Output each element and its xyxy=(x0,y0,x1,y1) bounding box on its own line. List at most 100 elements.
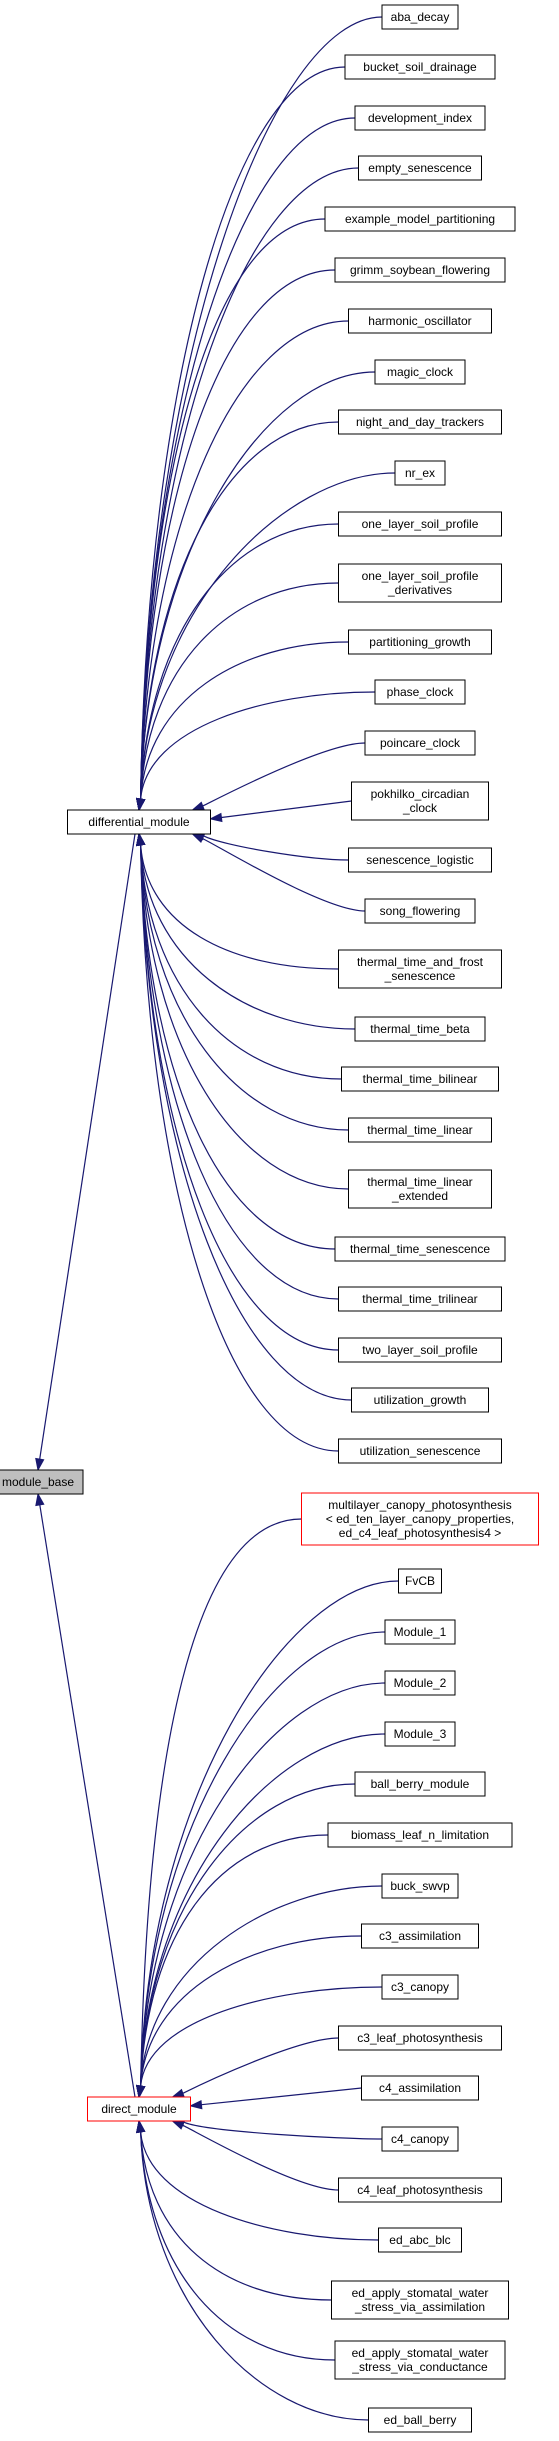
inheritance-edge xyxy=(39,1504,136,2098)
inheritance-edge xyxy=(140,1631,386,2087)
inheritance-arrowhead xyxy=(136,797,146,812)
node-box xyxy=(364,898,476,924)
inheritance-edge xyxy=(140,1885,383,2087)
differential-child-2[interactable]: development_index xyxy=(354,105,486,131)
node-label: differential_module xyxy=(88,815,190,829)
node-label: partitioning_growth xyxy=(369,635,470,649)
node-label: ed_abc_blc xyxy=(389,2233,450,2247)
node-label: empty_senescence xyxy=(368,161,472,175)
inheritance-edge xyxy=(140,1518,302,2087)
differential-child-16[interactable]: senescence_logistic xyxy=(348,847,492,873)
edges-layer xyxy=(35,16,399,2421)
direct-child-9[interactable]: c3_canopy xyxy=(381,1974,459,2000)
differential-child-7[interactable]: magic_clock xyxy=(374,359,466,385)
differential-child-19[interactable]: thermal_time_beta xyxy=(354,1016,486,1042)
differential-child-27[interactable]: utilization_senescence xyxy=(338,1438,502,1464)
inheritance-arrowhead xyxy=(209,812,223,823)
node-label: multilayer_canopy_photosynthesis xyxy=(328,1498,511,1512)
direct-child-0[interactable]: multilayer_canopy_photosynthesis< ed_ten… xyxy=(301,1492,539,1546)
inheritance-arrowhead xyxy=(171,2088,185,2098)
node-label: night_and_day_trackers xyxy=(356,415,484,429)
direct-child-17[interactable]: ed_ball_berry xyxy=(368,2407,472,2433)
node-label: module_base xyxy=(2,1475,74,1489)
direct-child-2[interactable]: Module_1 xyxy=(384,1619,456,1645)
inheritance-arrowhead xyxy=(136,2084,146,2099)
direct-child-15[interactable]: ed_apply_stomatal_water_stress_via_assim… xyxy=(331,2280,509,2320)
direct-child-7[interactable]: buck_swvp xyxy=(381,1873,459,1899)
direct-child-4[interactable]: Module_3 xyxy=(384,1721,456,1747)
node-label: aba_decay xyxy=(391,10,450,24)
node-label: _stress_via_assimilation xyxy=(354,2300,485,2314)
differential-child-22[interactable]: thermal_time_linear_extended xyxy=(348,1169,492,1209)
inheritance-edge xyxy=(140,472,396,800)
node-label: c4_assimilation xyxy=(379,2081,461,2095)
node-differential-module[interactable]: differential_module xyxy=(67,809,211,835)
direct-child-5[interactable]: ball_berry_module xyxy=(354,1771,486,1797)
inheritance-edge xyxy=(202,837,366,912)
inheritance-edge xyxy=(140,523,339,800)
differential-child-0[interactable]: aba_decay xyxy=(381,4,459,30)
node-direct-module[interactable]: direct_module xyxy=(87,2096,191,2122)
direct-child-11[interactable]: c4_assimilation xyxy=(361,2075,479,2101)
node-box xyxy=(378,2227,462,2253)
differential-child-15[interactable]: pokhilko_circadian_clock xyxy=(351,781,489,821)
differential-child-26[interactable]: utilization_growth xyxy=(351,1387,489,1413)
node-module-base[interactable]: module_base xyxy=(0,1469,84,1495)
differential-child-6[interactable]: harmonic_oscillator xyxy=(348,308,492,334)
node-label: Module_2 xyxy=(394,1676,447,1690)
inheritance-edge xyxy=(140,844,336,1250)
node-label: utilization_senescence xyxy=(360,1444,481,1458)
node-label: phase_clock xyxy=(387,685,455,699)
node-label: Module_1 xyxy=(394,1625,447,1639)
differential-child-13[interactable]: phase_clock xyxy=(374,679,466,705)
differential-child-18[interactable]: thermal_time_and_frost_senescence xyxy=(338,949,502,989)
differential-child-1[interactable]: bucket_soil_drainage xyxy=(344,54,496,80)
differential-child-21[interactable]: thermal_time_linear xyxy=(348,1117,492,1143)
inheritance-edge xyxy=(140,167,359,800)
node-box xyxy=(334,1236,506,1262)
node-label: _extended xyxy=(391,1189,448,1203)
direct-child-16[interactable]: ed_apply_stomatal_water_stress_via_condu… xyxy=(334,2340,506,2380)
direct-child-8[interactable]: c3_assimilation xyxy=(361,1923,479,1949)
node-label: utilization_growth xyxy=(374,1393,467,1407)
node-label: thermal_time_linear xyxy=(367,1175,472,1189)
node-box xyxy=(338,1438,502,1464)
direct-child-3[interactable]: Module_2 xyxy=(384,1670,456,1696)
direct-child-10[interactable]: c3_leaf_photosynthesis xyxy=(338,2025,502,2051)
differential-child-8[interactable]: night_and_day_trackers xyxy=(338,409,502,435)
inheritance-edge xyxy=(140,844,349,1131)
inheritance-edge xyxy=(140,844,356,1030)
direct-child-12[interactable]: c4_canopy xyxy=(381,2126,459,2152)
differential-child-3[interactable]: empty_senescence xyxy=(358,155,482,181)
node-box xyxy=(351,1387,489,1413)
differential-child-17[interactable]: song_flowering xyxy=(364,898,476,924)
node-box xyxy=(368,2407,472,2433)
differential-child-4[interactable]: example_model_partitioning xyxy=(324,206,516,232)
differential-child-9[interactable]: nr_ex xyxy=(394,460,446,486)
direct-child-6[interactable]: biomass_leaf_n_limitation xyxy=(327,1822,513,1848)
node-label: _senescence xyxy=(384,969,456,983)
differential-child-20[interactable]: thermal_time_bilinear xyxy=(341,1066,499,1092)
differential-child-12[interactable]: partitioning_growth xyxy=(348,629,492,655)
direct-child-1[interactable]: FvCB xyxy=(398,1568,442,1594)
differential-child-11[interactable]: one_layer_soil_profile_derivatives xyxy=(338,563,502,603)
direct-child-14[interactable]: ed_abc_blc xyxy=(378,2227,462,2253)
node-label: development_index xyxy=(368,111,472,125)
differential-child-24[interactable]: thermal_time_trilinear xyxy=(338,1286,502,1312)
node-box xyxy=(348,629,492,655)
node-label: _derivatives xyxy=(387,583,452,597)
differential-child-5[interactable]: grimm_soybean_flowering xyxy=(334,257,506,283)
inheritance-edge xyxy=(140,16,383,800)
node-box xyxy=(384,1670,456,1696)
inheritance-arrowhead xyxy=(136,2119,146,2134)
node-label: ball_berry_module xyxy=(371,1777,470,1791)
differential-child-25[interactable]: two_layer_soil_profile xyxy=(338,1337,502,1363)
node-label: thermal_time_bilinear xyxy=(363,1072,478,1086)
differential-child-14[interactable]: poincare_clock xyxy=(364,730,476,756)
differential-child-23[interactable]: thermal_time_senescence xyxy=(334,1236,506,1262)
differential-child-10[interactable]: one_layer_soil_profile xyxy=(338,511,502,537)
direct-child-13[interactable]: c4_leaf_photosynthesis xyxy=(338,2177,502,2203)
node-label: thermal_time_trilinear xyxy=(362,1292,477,1306)
node-box xyxy=(394,460,446,486)
node-label: ed_apply_stomatal_water xyxy=(352,2286,489,2300)
